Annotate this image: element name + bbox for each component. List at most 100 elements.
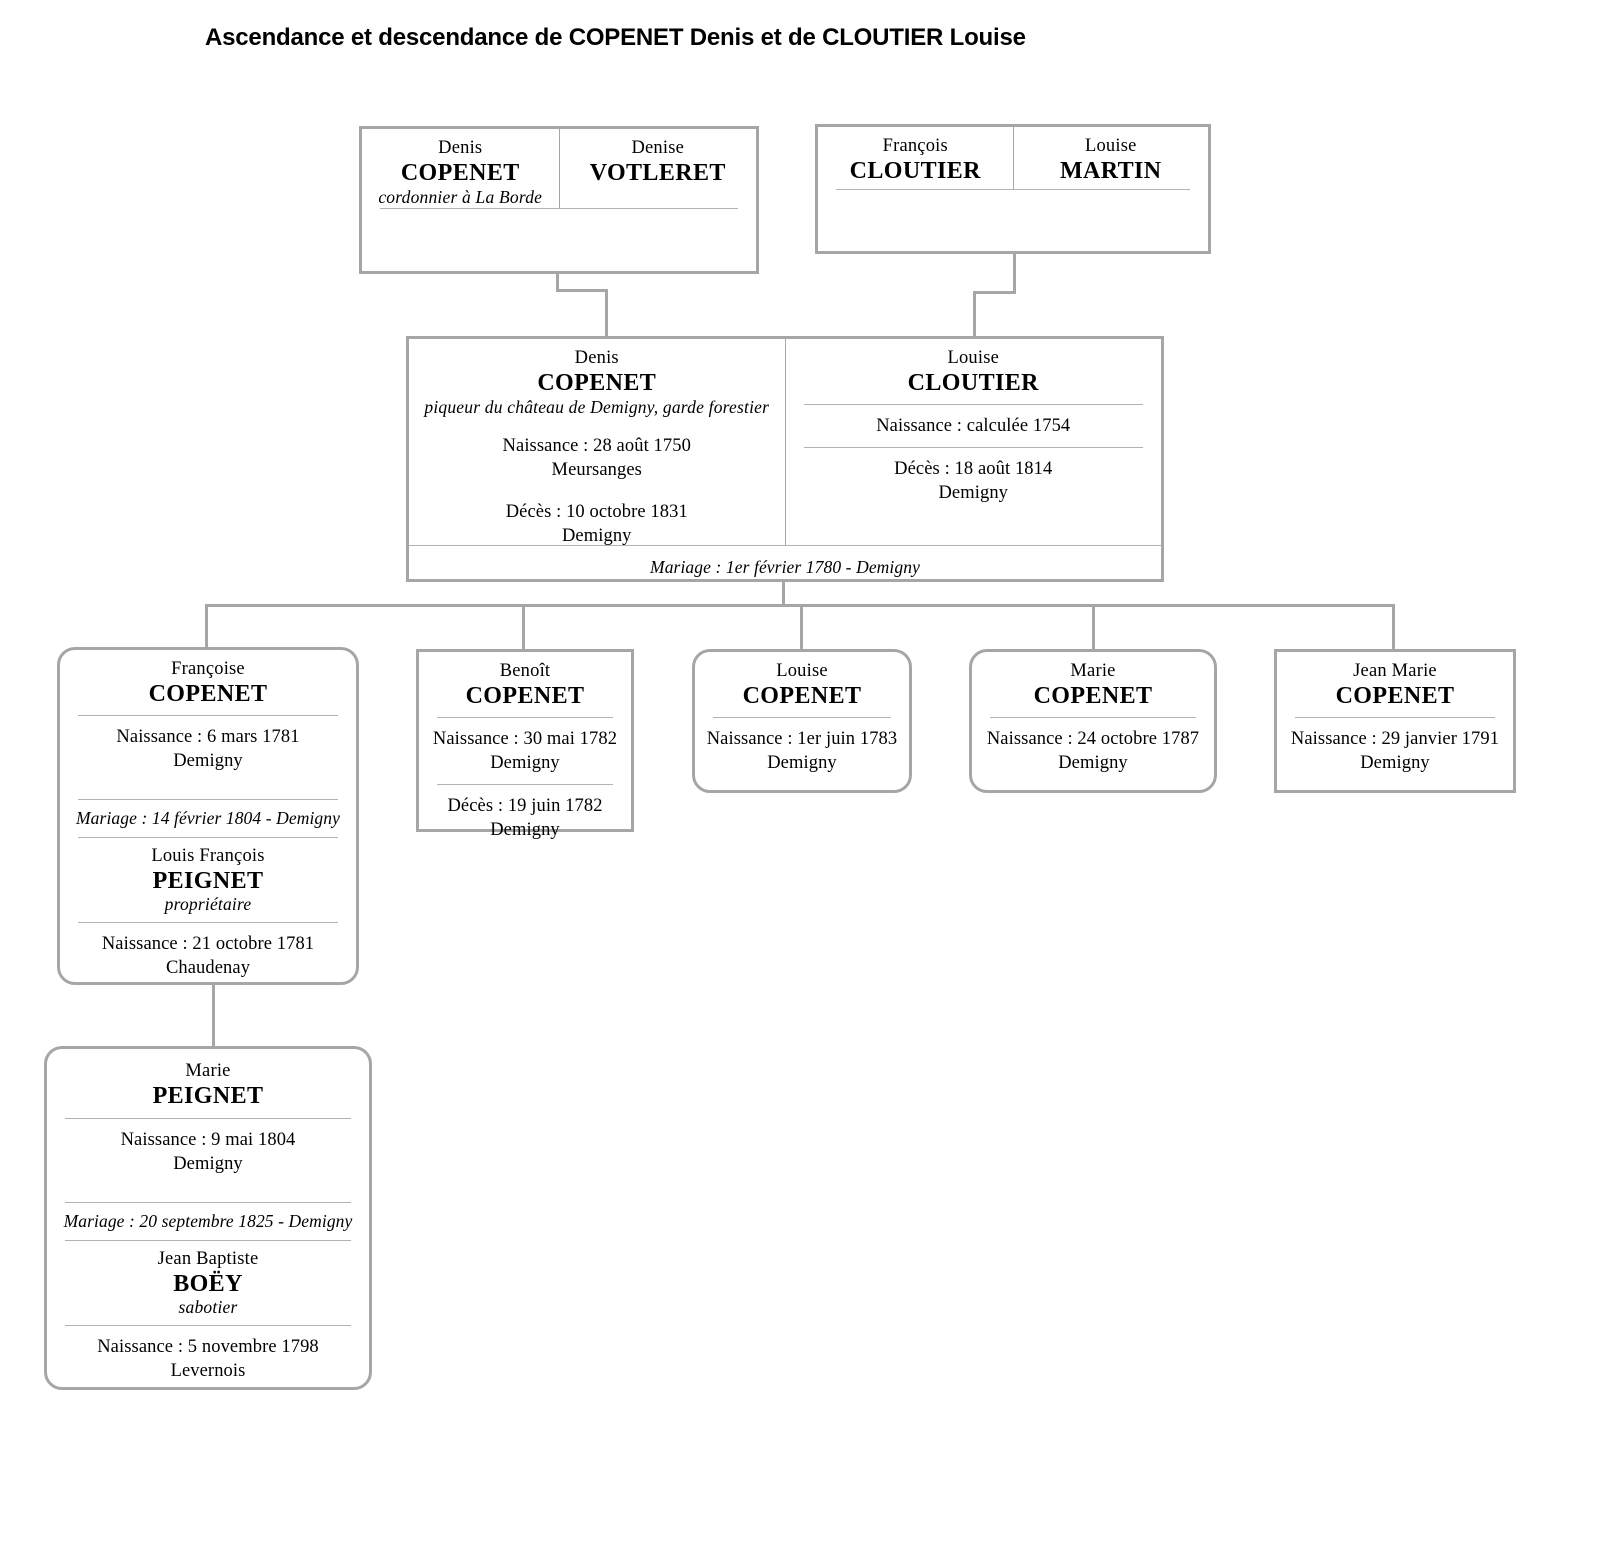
connector-gp-left-horizontal [556,289,608,292]
given-name: Louise [776,661,828,681]
person-box-child-louise[interactable]: Louise COPENET Naissance : 1er juin 1783… [692,649,912,793]
birth-fact: Naissance : 6 mars 1781 Demigny [60,716,356,799]
marriage-divider [836,188,1190,190]
spouse-surname: PEIGNET [152,867,264,894]
occupation: cordonnier à La Borde [378,186,543,207]
fact-divider [1295,716,1495,718]
connector-gp-left-stem [556,274,559,292]
birth-label: Naissance : 6 mars 1781 [116,726,300,747]
marriage-fact: Mariage : 14 février 1804 - Demigny [76,807,340,828]
given-name: Louise [1084,136,1137,156]
spouse-birth-label: Naissance : 21 octobre 1781 [101,934,315,955]
marriage-fact: Mariage : 20 septembre 1825 - Demigny [63,1210,353,1231]
person-denis-copenet[interactable]: Denis COPENET piqueur du château de Demi… [409,339,786,546]
spouse-occupation: propriétaire [164,894,252,915]
birth-fact: Naissance : 28 août 1750 Meursanges [409,425,785,491]
spouse-birth-fact: Naissance : 5 novembre 1798 Levernois [47,1326,369,1383]
birth-label: Naissance : 1er juin 1783 [706,728,898,749]
death-place: Demigny [938,482,1009,503]
fact-divider [437,716,613,718]
surname: CLOUTIER [849,157,981,184]
death-label: Décès : 19 juin 1782 [447,795,603,816]
fact-divider [437,783,613,785]
person-box-grandchild-marie-peignet[interactable]: Marie PEIGNET Naissance : 9 mai 1804 Dem… [44,1046,372,1390]
connector-children-stem [782,582,785,606]
given-name: Françoise [171,659,245,679]
connector-child-5-drop [1392,604,1395,650]
birth-place: Meursanges [551,459,642,480]
person-box-central-couple[interactable]: Denis COPENET piqueur du château de Demi… [406,336,1164,582]
birth-label: Naissance : 24 octobre 1787 [986,728,1200,749]
birth-label: Naissance : calculée 1754 [876,415,1071,436]
given-name: Marie [185,1061,231,1081]
given-name: François [882,136,948,156]
surname: VOTLERET [589,159,726,186]
surname: MARTIN [1059,157,1162,184]
surname: COPENET [400,159,520,186]
person-box-child-benoit[interactable]: Benoît COPENET Naissance : 30 mai 1782 D… [416,649,634,840]
death-fact: Décès : 19 juin 1782 Demigny [419,785,631,842]
birth-place: Demigny [490,752,560,773]
spouse-given-name: Jean Baptiste [157,1248,259,1269]
death-label: Décès : 10 octobre 1831 [505,501,688,522]
fact-divider [990,716,1196,718]
birth-fact: Naissance : 1er juin 1783 Demigny [695,718,909,775]
person-grandfather-maternal[interactable]: François CLOUTIER [818,127,1014,189]
given-name: Benoît [499,661,551,681]
surname: CLOUTIER [907,369,1039,396]
person-box-grandparents-maternal[interactable]: François CLOUTIER Louise MARTIN [815,124,1211,254]
marriage-divider-top [65,1201,351,1203]
birth-fact: Naissance : 29 janvier 1791 Demigny [1277,718,1513,775]
surname: COPENET [1033,682,1153,709]
connector-child-4-drop [1092,604,1095,650]
death-place: Demigny [561,525,632,546]
birth-place: Demigny [173,1153,243,1174]
spouse-birth-fact: Naissance : 21 octobre 1781 Chaudenay [60,923,356,980]
spouse-birth-place: Levernois [170,1361,246,1382]
fact-divider [78,922,338,924]
death-fact: Décès : 18 août 1814 Demigny [786,448,1162,514]
surname: COPENET [742,682,862,709]
person-grandmother-paternal[interactable]: Denise VOTLERET [560,129,757,208]
page-title: Ascendance et descendance de COPENET Den… [205,24,1026,51]
birth-label: Naissance : 30 mai 1782 [432,728,618,749]
person-grandmother-maternal[interactable]: Louise MARTIN [1014,127,1209,189]
fact-divider [65,1117,351,1119]
birth-fact: Naissance : 30 mai 1782 Demigny [419,718,631,784]
birth-place: Demigny [1360,752,1430,773]
person-grandfather-paternal[interactable]: Denis COPENET cordonnier à La Borde [362,129,560,208]
fact-divider [78,714,338,716]
person-box-grandparents-paternal[interactable]: Denis COPENET cordonnier à La Borde Deni… [359,126,759,274]
surname: COPENET [1335,682,1455,709]
spouse-birth-label: Naissance : 5 novembre 1798 [97,1337,319,1358]
spouse-given-name: Louis François [151,845,265,866]
marriage-divider-bottom [65,1239,351,1241]
marriage-divider [409,545,1161,547]
connector-gp-right-stem [1013,254,1016,294]
fact-divider [65,1325,351,1327]
surname: COPENET [465,682,585,709]
birth-label: Naissance : 29 janvier 1791 [1290,728,1500,749]
connector-grandchild-drop [212,985,215,1047]
person-box-child-jean-marie[interactable]: Jean Marie COPENET Naissance : 29 janvie… [1274,649,1516,793]
marriage-divider [380,207,738,209]
surname: COPENET [148,680,268,707]
connector-gp-right-drop [973,291,976,338]
given-name: Louise [947,348,1000,368]
marriage-divider-top [78,798,338,800]
birth-fact: Naissance : 9 mai 1804 Demigny [47,1119,369,1202]
person-box-child-francoise[interactable]: Françoise COPENET Naissance : 6 mars 178… [57,647,359,985]
marriage-fact: Mariage : 1er février 1780 - Demigny [650,557,920,578]
given-name: Marie [1070,661,1116,681]
person-louise-cloutier[interactable]: Louise CLOUTIER Naissance : calculée 175… [786,339,1162,545]
spouse-occupation: sabotier [178,1297,238,1318]
given-name: Denise [631,138,685,158]
surname: COPENET [537,369,657,396]
given-name: Jean Marie [1353,661,1437,681]
given-name: Denis [438,138,483,158]
birth-place: Demigny [1058,752,1128,773]
person-box-child-marie[interactable]: Marie COPENET Naissance : 24 octobre 178… [969,649,1217,793]
birth-label: Naissance : 28 août 1750 [502,435,691,456]
fact-divider [803,446,1143,448]
